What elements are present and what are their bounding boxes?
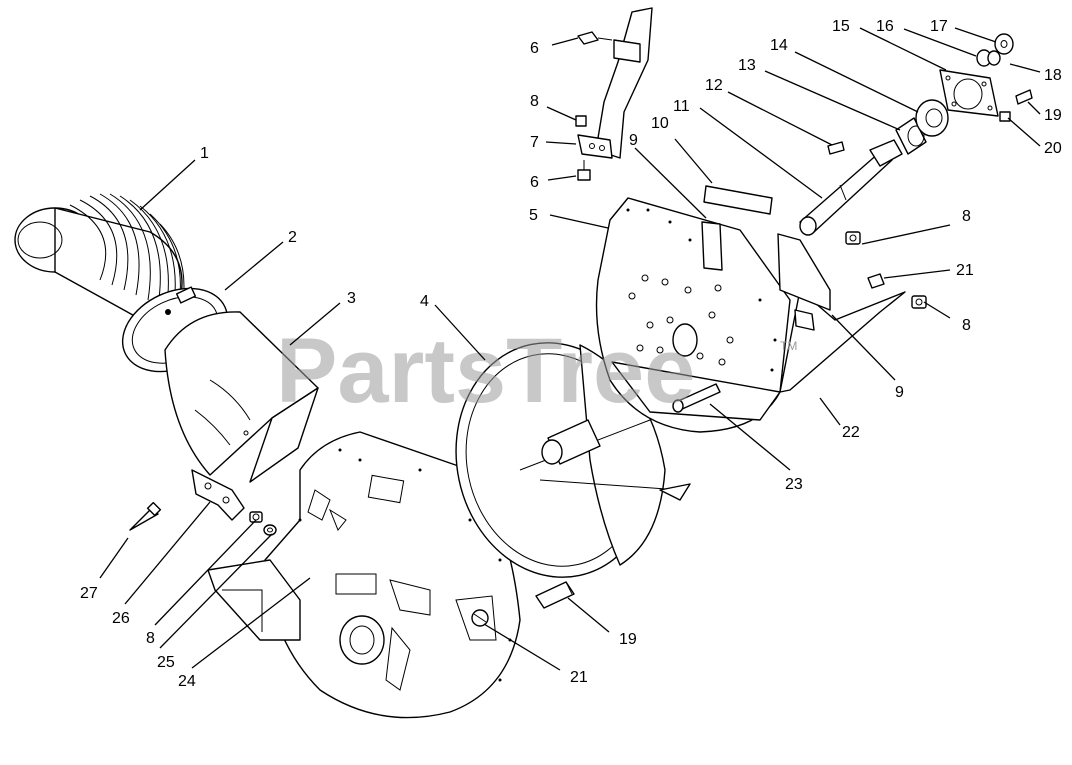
part-10-decal[interactable]	[703, 185, 773, 215]
callout-6-bottom: 6	[530, 174, 539, 191]
callout-9-bottom: 9	[895, 384, 904, 401]
callout-4: 4	[420, 293, 429, 310]
callout-22: 22	[842, 424, 860, 441]
callout-6-top: 6	[530, 40, 539, 57]
callout-12: 12	[705, 77, 723, 94]
callout-13: 13	[738, 57, 756, 74]
callout-16: 16	[876, 18, 894, 35]
callout-8-top: 8	[530, 93, 539, 110]
callout-17: 17	[930, 18, 948, 35]
part-7-support-bracket[interactable]	[577, 7, 653, 159]
callout-26: 26	[112, 610, 130, 627]
callout-11: 11	[673, 98, 690, 115]
callout-14: 14	[770, 37, 788, 54]
callout-8-right-lower: 8	[962, 317, 971, 334]
callout-21-bottom: 21	[570, 669, 588, 686]
part-26-chute-lever[interactable]	[191, 469, 245, 521]
part-18-washer[interactable]	[987, 50, 1001, 66]
part-23-bolt[interactable]	[672, 383, 721, 413]
part-25-washer[interactable]	[263, 524, 277, 536]
part-14-bearing[interactable]	[915, 99, 949, 137]
callout-7: 7	[530, 134, 539, 151]
callout-9-top: 9	[629, 132, 638, 149]
callout-10: 10	[651, 115, 669, 132]
callout-27: 27	[80, 585, 98, 602]
callout-20: 20	[1044, 140, 1062, 157]
part-8-nut-right-upper[interactable]	[845, 231, 861, 245]
svg-text:TM: TM	[780, 339, 797, 353]
part-8-nut-right-lower[interactable]	[911, 295, 927, 309]
callout-19-top: 19	[1044, 107, 1062, 124]
callout-3: 3	[347, 290, 356, 307]
callout-15: 15	[832, 18, 850, 35]
part-15-bearing-flange[interactable]	[939, 69, 999, 117]
blower-housing-front[interactable]	[207, 431, 521, 719]
part-27-pin[interactable]	[129, 501, 162, 531]
part-3-chute-adapter[interactable]	[164, 311, 319, 483]
part-11-shaft[interactable]	[799, 139, 903, 236]
blower-housing-rear[interactable]	[595, 197, 906, 433]
callout-25: 25	[157, 654, 175, 671]
part-20-nut[interactable]	[999, 111, 1011, 122]
callout-8-right-upper: 8	[962, 208, 971, 225]
part-21-bolt-bottom[interactable]	[471, 609, 489, 627]
callout-5: 5	[529, 207, 538, 224]
callout-1: 1	[200, 145, 209, 162]
part-17-nut[interactable]	[994, 33, 1014, 55]
watermark: PartsTree TM	[276, 320, 797, 422]
callout-18: 18	[1044, 67, 1062, 84]
part-6-bolt-bottom[interactable]	[577, 160, 591, 181]
callout-labels: 1 2 3 4 5 6 6 7 8 9 10 11 12 13 14 15 16…	[80, 18, 1062, 690]
callout-19-bottom: 19	[619, 631, 637, 648]
callout-2: 2	[288, 229, 297, 246]
part-21-bolt-right[interactable]	[867, 273, 885, 289]
callout-24: 24	[178, 673, 196, 690]
callout-8-lower-left: 8	[146, 630, 155, 647]
callout-21-right: 21	[956, 262, 974, 279]
part-19-bolt-bottom[interactable]	[535, 581, 575, 609]
part-19-bolt-top[interactable]	[1015, 89, 1033, 105]
part-8-nut-top[interactable]	[575, 115, 587, 127]
leader-lines	[99, 27, 1041, 671]
part-6-bolt-top[interactable]	[577, 31, 613, 45]
part-8-nut-lower-left[interactable]	[249, 511, 263, 523]
svg-text:PartsTree: PartsTree	[276, 320, 695, 422]
callout-23: 23	[785, 476, 803, 493]
